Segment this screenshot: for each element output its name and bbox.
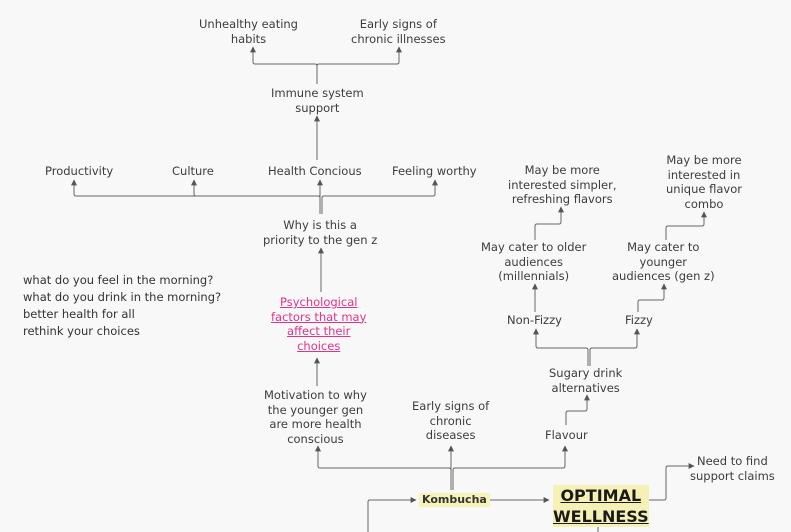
edge-sugary-to-fizzy — [589, 328, 640, 366]
node-text-line: younger — [639, 254, 688, 269]
node-older-audiences[interactable]: May cater to older audiences (millennial… — [481, 240, 586, 284]
node-text-line: Flavour — [545, 428, 588, 442]
optimal-line: OPTIMAL — [553, 485, 649, 506]
node-productivity[interactable]: Productivity — [45, 164, 113, 179]
node-text-line: chronic illnesses — [351, 31, 446, 46]
node-psychological-factors[interactable]: Psychological factors that may affect th… — [271, 295, 366, 353]
note-line: better health for all — [23, 307, 135, 321]
node-text-line: choices — [297, 338, 341, 353]
node-text-line: Fizzy — [625, 313, 653, 327]
node-text-line: are more health — [269, 417, 362, 431]
node-text-line: Early signs of — [412, 399, 490, 413]
node-text-line: unique flavor — [666, 182, 742, 196]
edge-incoming-kombucha — [367, 497, 417, 532]
node-feeling-worthy[interactable]: Feeling worthy — [392, 164, 477, 179]
edge-why-to-culture — [191, 179, 320, 197]
edge-kombucha-to-motivation — [315, 445, 452, 490]
node-text-line: Feeling worthy — [392, 164, 477, 178]
edge-why-to-worthy — [321, 179, 438, 214]
node-health-concious[interactable]: Health Concious — [268, 164, 362, 179]
node-text-line: the younger gen — [267, 402, 364, 417]
sticky-note-questions[interactable]: what do you feel in the morning? what do… — [23, 272, 221, 340]
node-flavour[interactable]: Flavour — [545, 428, 588, 443]
note-line: what do you feel in the morning? — [23, 273, 214, 287]
edge-optimal-to-claims — [642, 463, 695, 501]
node-text-line: support — [295, 100, 340, 115]
node-simpler-flavors[interactable]: May be more interested simpler, refreshi… — [508, 163, 617, 207]
node-younger-audiences[interactable]: May cater to younger audiences (gen z) — [612, 240, 715, 284]
node-text-line: habits — [230, 31, 267, 46]
node-text-line: alternatives — [551, 380, 620, 395]
node-text-line: Motivation to why — [264, 388, 367, 402]
node-kombucha[interactable]: Kombucha — [419, 493, 490, 507]
node-text-line: May be more — [666, 153, 742, 167]
node-text-line: support claims — [690, 468, 775, 483]
node-sugary-alternatives[interactable]: Sugary drink alternatives — [549, 366, 622, 395]
node-text-line: Early signs of — [359, 17, 437, 31]
node-motivation[interactable]: Motivation to why the younger gen are mo… — [264, 388, 367, 446]
edge-younger-to-unique — [665, 211, 707, 240]
node-text-line: May be more — [524, 163, 600, 177]
node-text-line: May cater to older — [481, 240, 587, 254]
node-text-line: priority to the gen z — [263, 232, 378, 247]
node-text-line: factors that may — [271, 309, 367, 324]
node-text-line: Why is this a — [283, 218, 357, 232]
node-unhealthy-eating[interactable]: Unhealthy eating habits — [199, 17, 298, 46]
node-fizzy[interactable]: Fizzy — [625, 313, 653, 328]
node-early-signs-chronic-diseases[interactable]: Early signs of chronic diseases — [412, 399, 489, 443]
node-text-line: Psychological — [279, 295, 358, 309]
node-text-line: May cater to — [627, 240, 700, 254]
edge-older-to-simpler — [534, 206, 564, 240]
node-optimal-wellness[interactable]: OPTIMAL WELLNESS — [553, 485, 649, 527]
node-text-line: Culture — [172, 164, 214, 178]
wellness-line: WELLNESS — [553, 506, 649, 527]
node-text-line: affect their — [287, 324, 351, 338]
node-text-line: refreshing flavors — [511, 192, 613, 206]
node-text-line: combo — [684, 196, 724, 211]
node-text-line: Non-Fizzy — [507, 313, 562, 327]
node-text-line: (millennials) — [498, 269, 570, 283]
note-line: what do you drink in the morning? — [23, 290, 222, 304]
edge-immune-to-early-signs — [316, 46, 402, 84]
node-text-line: interested in — [667, 167, 741, 182]
edge-immune-to-unhealthy — [250, 46, 318, 84]
node-text-line: Productivity — [45, 164, 114, 178]
edge-sugary-to-nonfizzy — [533, 328, 589, 366]
node-text-line: Sugary drink — [549, 366, 623, 380]
node-text-line: Unhealthy eating — [199, 17, 298, 31]
node-text-line: interested simpler, — [508, 177, 617, 192]
node-immune-support[interactable]: Immune system support — [271, 86, 364, 115]
node-text-line: Need to find — [697, 454, 768, 468]
node-text-line: Health Concious — [268, 164, 362, 178]
node-culture[interactable]: Culture — [172, 164, 214, 179]
node-text-line: audiences — [504, 254, 563, 269]
node-support-claims[interactable]: Need to find support claims — [690, 454, 775, 483]
edge-kombucha-to-flavour — [452, 445, 568, 490]
edge-flavour-to-sugary — [565, 394, 590, 425]
node-why-priority[interactable]: Why is this a priority to the gen z — [263, 218, 377, 247]
node-early-signs-chronic-illnesses[interactable]: Early signs of chronic illnesses — [351, 17, 446, 46]
node-text-line: conscious — [287, 431, 344, 446]
edge-why-to-productivity — [71, 179, 321, 214]
node-text-line: chronic — [429, 413, 472, 428]
edge-fizzy-to-younger — [637, 283, 667, 312]
node-unique-flavor[interactable]: May be more interested in unique flavor … — [666, 153, 742, 211]
node-text-line: diseases — [425, 428, 476, 442]
note-line: rethink your choices — [23, 324, 140, 338]
node-non-fizzy[interactable]: Non-Fizzy — [507, 313, 562, 328]
node-text-line: audiences (gen z) — [612, 269, 715, 283]
node-text-line: Immune system — [271, 86, 364, 100]
